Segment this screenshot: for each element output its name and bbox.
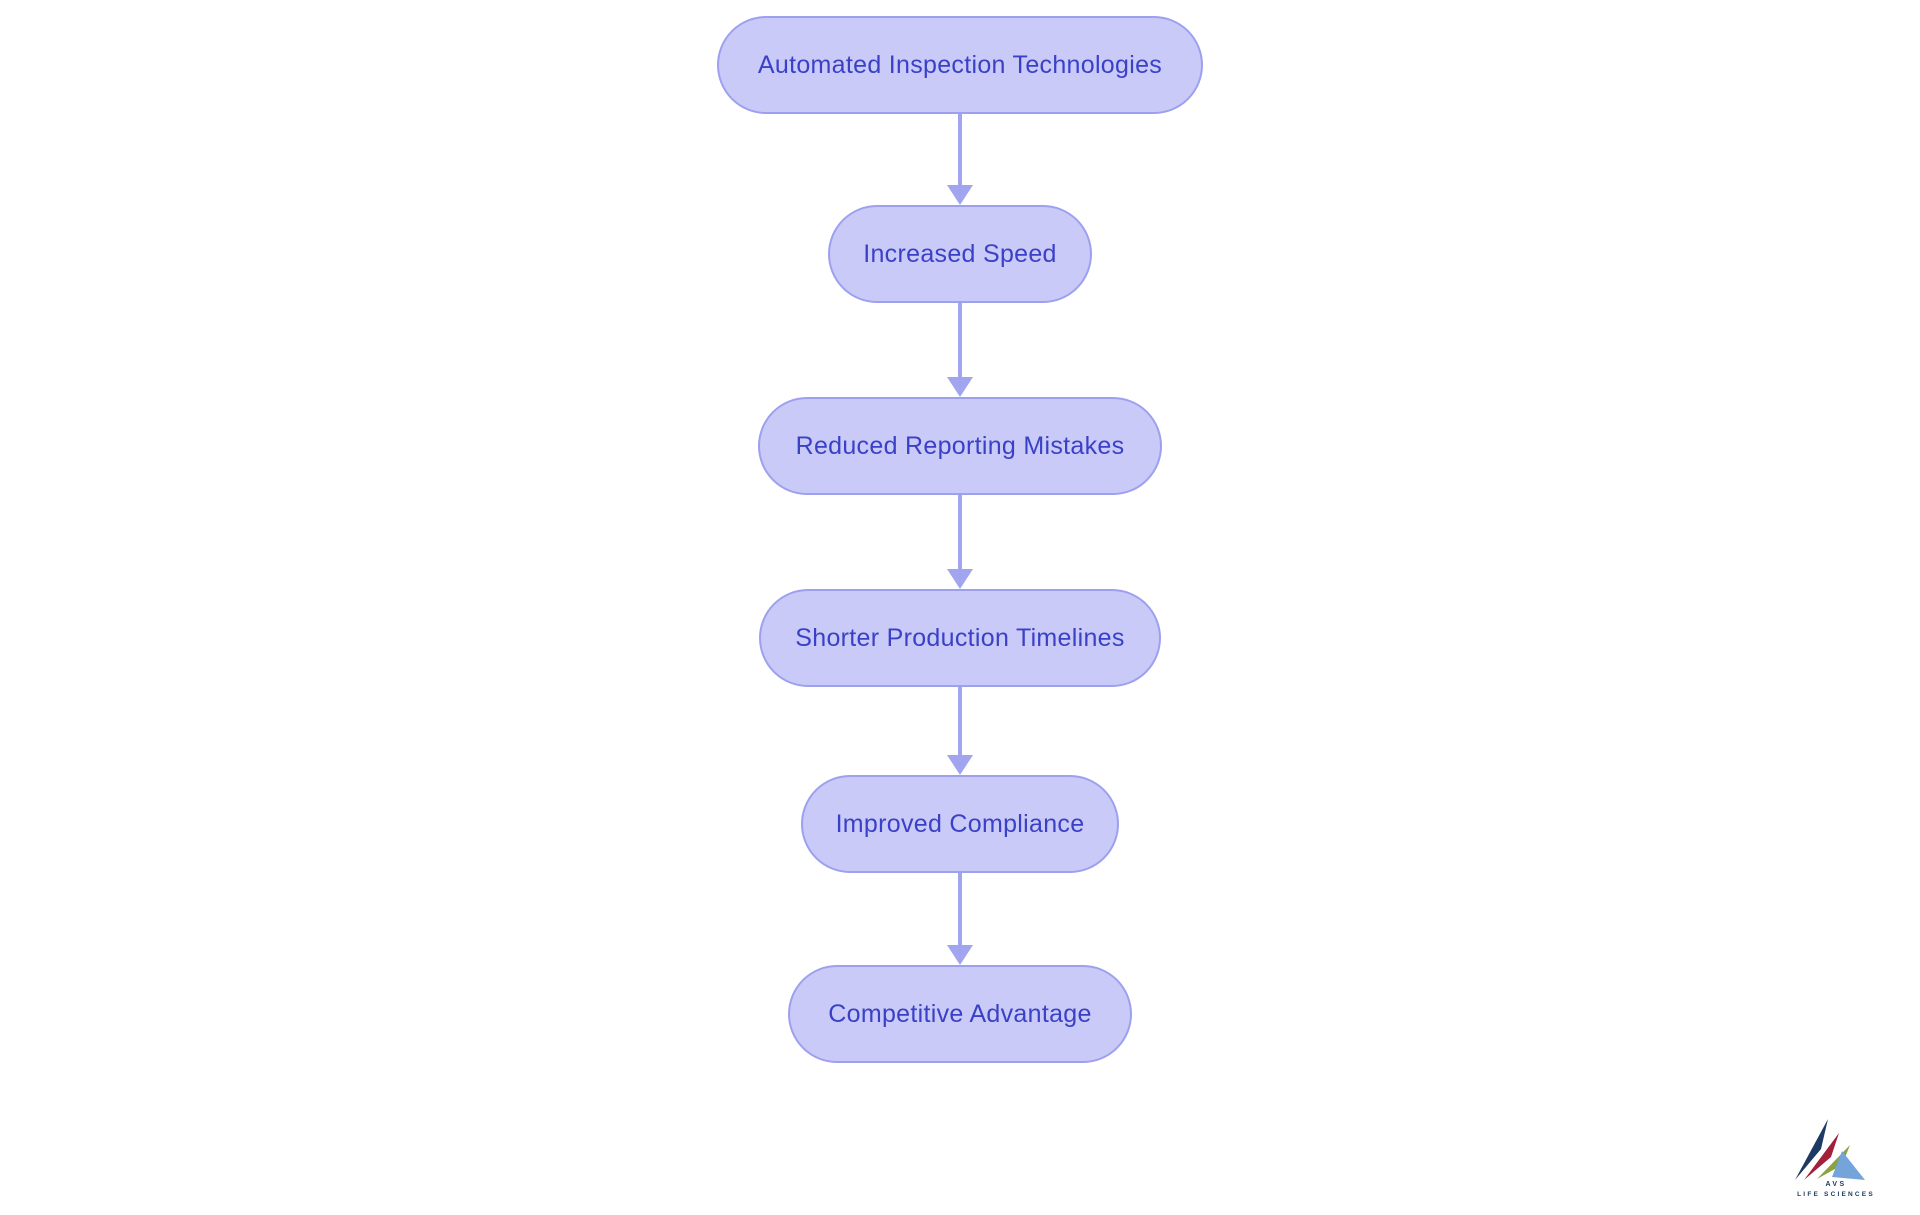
logo-text-life-sciences: LIFE SCIENCES (1797, 1191, 1875, 1198)
flow-node-label: Automated Inspection Technologies (757, 50, 1163, 79)
flow-node-label: Competitive Advantage (828, 999, 1092, 1028)
flow-node-label: Increased Speed (863, 239, 1057, 268)
flow-connector-arrowhead-icon (947, 377, 973, 397)
logo-streak-lightblue-icon (1832, 1151, 1865, 1180)
flow-connector-arrowhead-icon (947, 185, 973, 205)
flow-node: Increased Speed (828, 205, 1092, 303)
logo-streak-navy-icon (1795, 1119, 1828, 1180)
flow-node-label: Improved Compliance (835, 809, 1085, 838)
flow-node: Competitive Advantage (788, 965, 1132, 1063)
logo-streak-crimson-icon (1804, 1133, 1839, 1180)
flow-connector-arrowhead-icon (947, 569, 973, 589)
flow-node-label: Reduced Reporting Mistakes (795, 431, 1125, 460)
flow-node: Shorter Production Timelines (759, 589, 1161, 687)
flow-connector-arrowhead-icon (947, 755, 973, 775)
flow-node: Improved Compliance (801, 775, 1119, 873)
flow-node: Reduced Reporting Mistakes (758, 397, 1162, 495)
flow-node: Automated Inspection Technologies (717, 16, 1203, 114)
flow-node-label: Shorter Production Timelines (795, 623, 1125, 652)
avs-life-sciences-logo: AVS LIFE SCIENCES (1795, 1119, 1875, 1198)
flow-connector-arrowhead-icon (947, 945, 973, 965)
logo-text-avs: AVS (1825, 1181, 1846, 1188)
